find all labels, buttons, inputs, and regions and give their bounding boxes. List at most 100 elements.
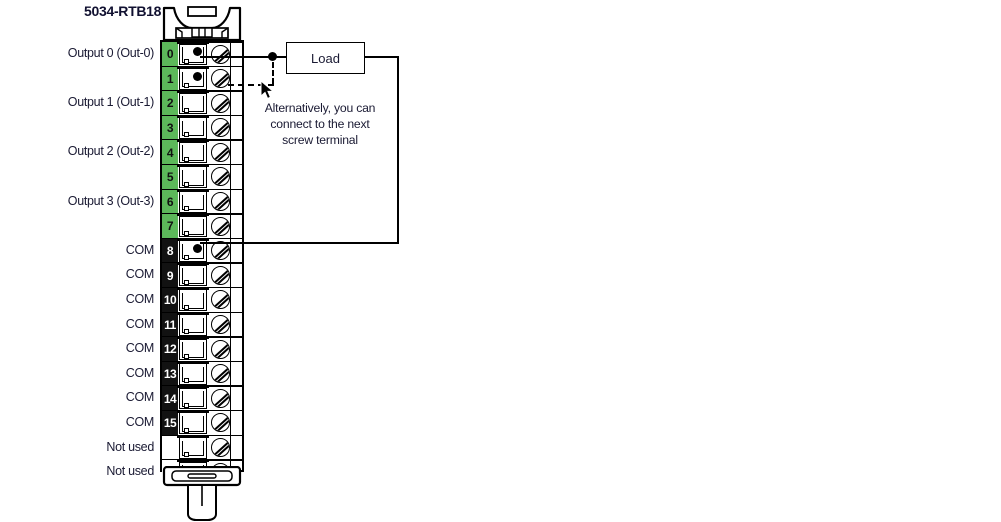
terminal-label: Output 2 (Out-2) [67, 144, 155, 159]
wire-clamp-1[interactable] [177, 65, 209, 92]
clamp-top-bar [177, 65, 209, 69]
clamp-tab [184, 329, 189, 335]
clamp-top-bar [177, 114, 209, 118]
terminal-label: COM [125, 341, 155, 356]
terminal-number-8: 8 [162, 238, 178, 264]
clamp-tab [184, 107, 189, 113]
wire-clamp-2[interactable] [177, 90, 209, 116]
terminal-row: 0 [162, 41, 242, 67]
screw-terminal-12[interactable] [208, 337, 234, 362]
wire-clamp-3[interactable] [177, 114, 209, 141]
wire-load-right-top [365, 56, 399, 58]
load-box: Load [286, 42, 365, 74]
terminal-number-14: 14 [162, 386, 178, 411]
clamp-tab [184, 378, 189, 384]
dashed-wire-to-junction-vertical [272, 62, 274, 84]
clamp-top-bar [177, 163, 209, 167]
terminal-row: 10 [162, 286, 242, 313]
wire-clamp-4[interactable] [177, 139, 209, 165]
clamp-tab [184, 83, 189, 89]
terminal-number-12: 12 [162, 337, 178, 362]
clamp-tab [184, 230, 189, 236]
screw-terminal-blank[interactable] [208, 436, 234, 461]
terminal-label: COM [125, 390, 155, 405]
wire-clamp-9[interactable] [177, 262, 209, 288]
wire-junction-to-load [272, 56, 288, 58]
terminal-row: 9 [162, 262, 242, 288]
mouse-cursor-icon [260, 80, 275, 100]
terminal-row: 12 [162, 336, 242, 362]
terminal-row: 4 [162, 139, 242, 165]
terminal-label: Not used [106, 439, 154, 454]
screw-terminal-5[interactable] [208, 165, 234, 190]
clamp-top-bar [177, 139, 209, 143]
clamp-tab [184, 304, 189, 310]
screw-terminal-4[interactable] [208, 140, 234, 165]
clamp-top-bar [177, 213, 209, 217]
screw-terminal-8[interactable] [208, 239, 234, 264]
wire-clamp-5[interactable] [177, 163, 209, 190]
clamp-top-bar [177, 360, 209, 364]
screw-head-icon [211, 118, 230, 138]
clamp-top-bar [177, 434, 209, 438]
screw-terminal-6[interactable] [208, 190, 234, 215]
screw-terminal-15[interactable] [208, 411, 234, 436]
screw-head-icon [211, 290, 230, 310]
wire-clamp-10[interactable] [177, 286, 209, 313]
screw-terminal-14[interactable] [208, 386, 234, 411]
screw-terminal-10[interactable] [208, 288, 234, 313]
terminal-label: COM [125, 415, 155, 429]
terminal-label: COM [125, 267, 155, 282]
wire-clamp-6[interactable] [177, 188, 209, 215]
load-label: Load [311, 50, 340, 66]
terminal-label: COM [125, 365, 155, 380]
screw-head-icon [211, 69, 230, 89]
screw-head-icon [211, 315, 230, 335]
wire-clamp-13[interactable] [177, 360, 209, 387]
wire-clamp-12[interactable] [177, 336, 209, 362]
annotation-line-2: connect to the next [270, 117, 370, 131]
terminal-number-7: 7 [162, 214, 178, 239]
terminal-row: 15 [162, 409, 242, 436]
terminal-number-blank [162, 435, 178, 461]
clamp-tab [184, 279, 189, 285]
wire-clamp-11[interactable] [177, 311, 209, 338]
screw-head-icon [211, 339, 230, 359]
terminal-label: Output 0 (Out-0) [67, 46, 155, 60]
clamp-tab [184, 206, 189, 212]
terminal-row: 6 [162, 188, 242, 215]
wire-clamp-7[interactable] [177, 213, 209, 239]
screw-terminal-11[interactable] [208, 313, 234, 338]
screw-terminal-13[interactable] [208, 362, 234, 387]
wire-clamp-0[interactable] [177, 41, 209, 67]
wire-clamp-8[interactable] [177, 237, 209, 264]
terminal-label: COM [125, 292, 155, 306]
terminal-number-0: 0 [162, 42, 178, 67]
wire-clamp-blank[interactable] [177, 434, 209, 461]
terminal-number-2: 2 [162, 91, 178, 116]
screw-head-icon [211, 265, 230, 285]
terminal-row: 2 [162, 90, 242, 116]
wire-clamp-15[interactable] [177, 409, 209, 436]
screw-terminal-2[interactable] [208, 91, 234, 116]
screw-terminal-0[interactable] [208, 42, 234, 67]
screw-head-icon [211, 241, 230, 261]
screw-head-icon [211, 142, 230, 162]
terminal-row: 1 [162, 65, 242, 93]
clamp-top-bar [177, 385, 209, 389]
clamp-tab [184, 452, 189, 458]
terminal-row: 5 [162, 163, 242, 191]
clamp-tab [184, 427, 189, 433]
terminal-number-3: 3 [162, 115, 178, 142]
screw-terminal-7[interactable] [208, 214, 234, 239]
terminal-number-1: 1 [162, 66, 178, 93]
terminal-label: Output 3 (Out-3) [67, 193, 155, 208]
screw-terminal-9[interactable] [208, 263, 234, 288]
screw-terminal-3[interactable] [208, 116, 234, 141]
wire-clamp-14[interactable] [177, 385, 209, 411]
annotation-line-1: Alternatively, you can [264, 101, 376, 115]
screw-terminal-1[interactable] [208, 67, 234, 92]
